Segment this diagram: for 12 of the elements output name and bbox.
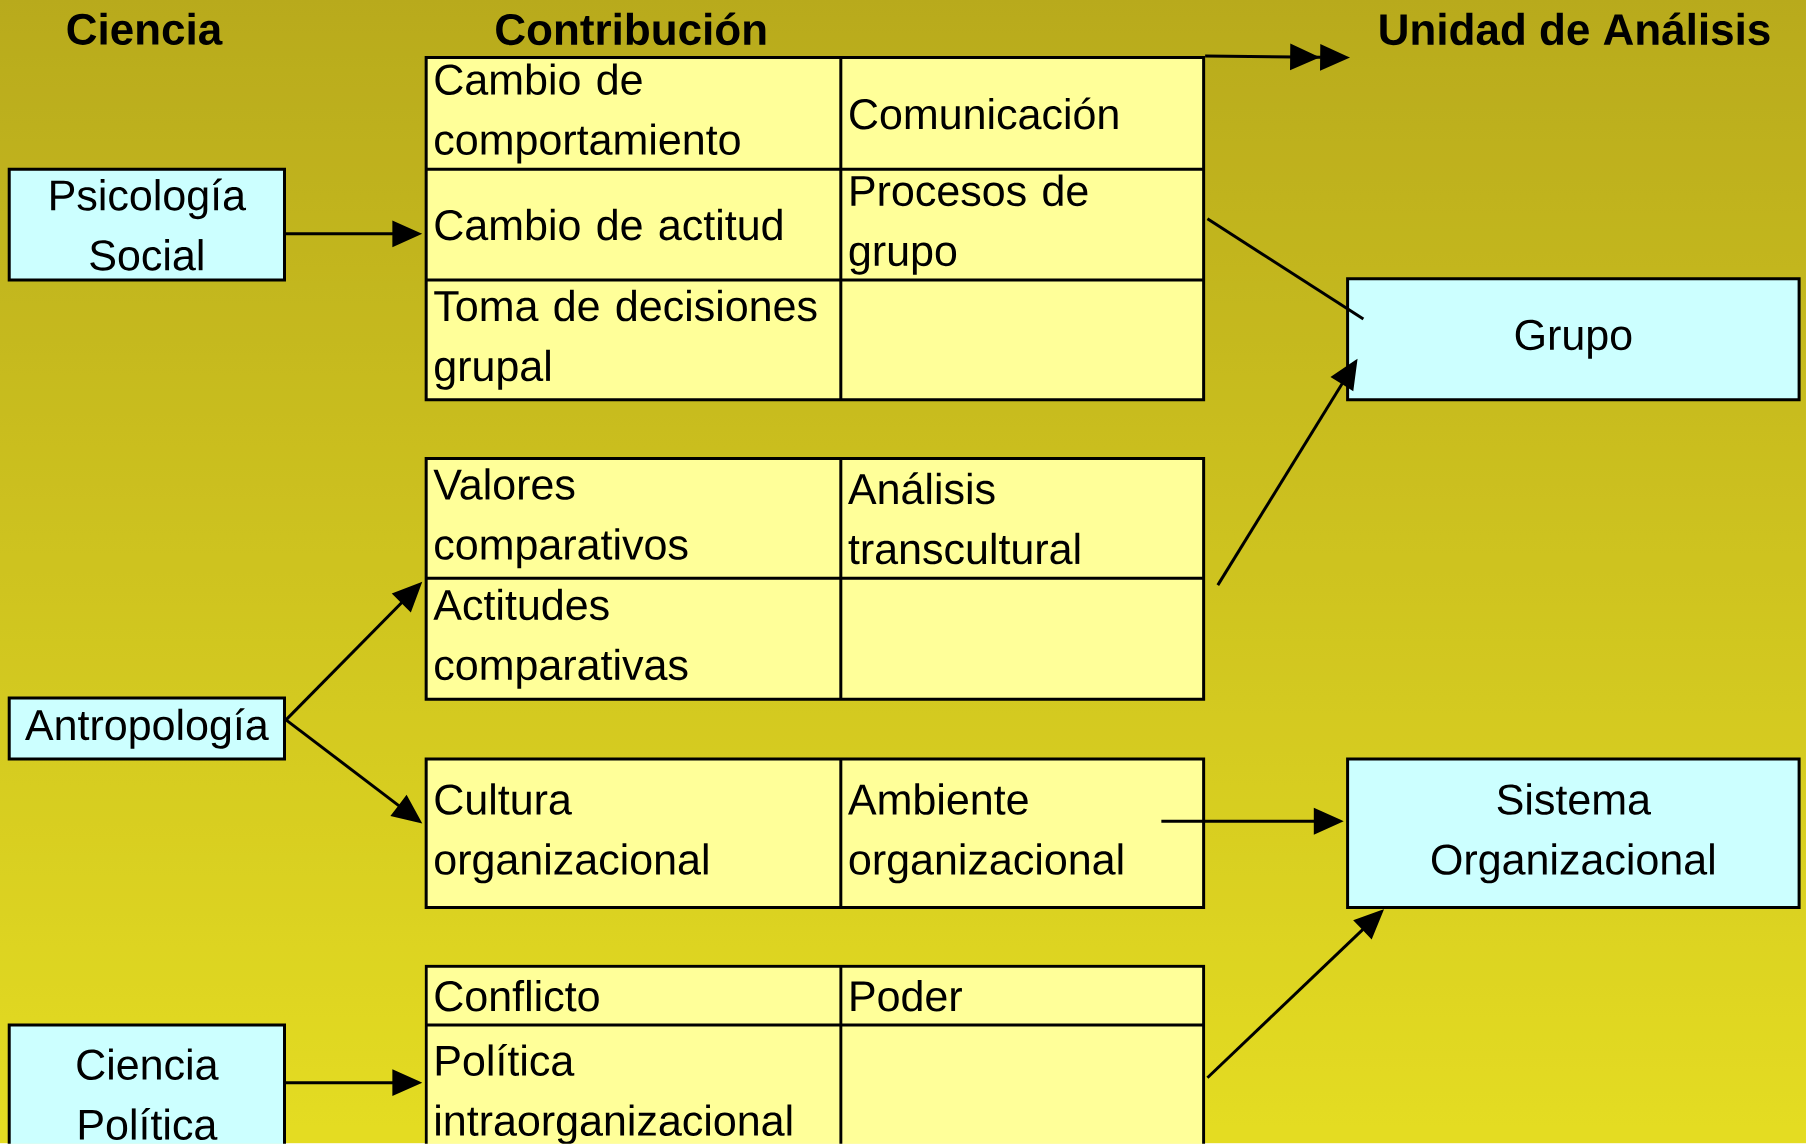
- contribution-table: Cultura organizacional Ambiente organizacional: [424, 757, 1206, 910]
- connector-line: [1206, 217, 1365, 321]
- process-box: Antropología: [7, 696, 286, 761]
- process-box: Sistema Organizacional: [1346, 757, 1801, 910]
- contribution-table: Valores comparativos Análisis transcultural Actitudes comparativas: [424, 457, 1206, 701]
- contribution-table: Cambio de comportamiento Comunicación Cambio de actitud Procesos de grupo Toma de decisiones grupal: [424, 56, 1206, 402]
- process-box: Ciencia Política: [7, 1023, 286, 1144]
- column-heading: Ciencia: [67, 12, 223, 46]
- process-box: Psicología Social: [7, 167, 286, 282]
- column-heading: Unidad de Análisis: [1380, 12, 1770, 46]
- contribution-table: Conflicto Poder Política intraorganizacional: [424, 965, 1206, 1144]
- process-box: Grupo: [1346, 277, 1801, 402]
